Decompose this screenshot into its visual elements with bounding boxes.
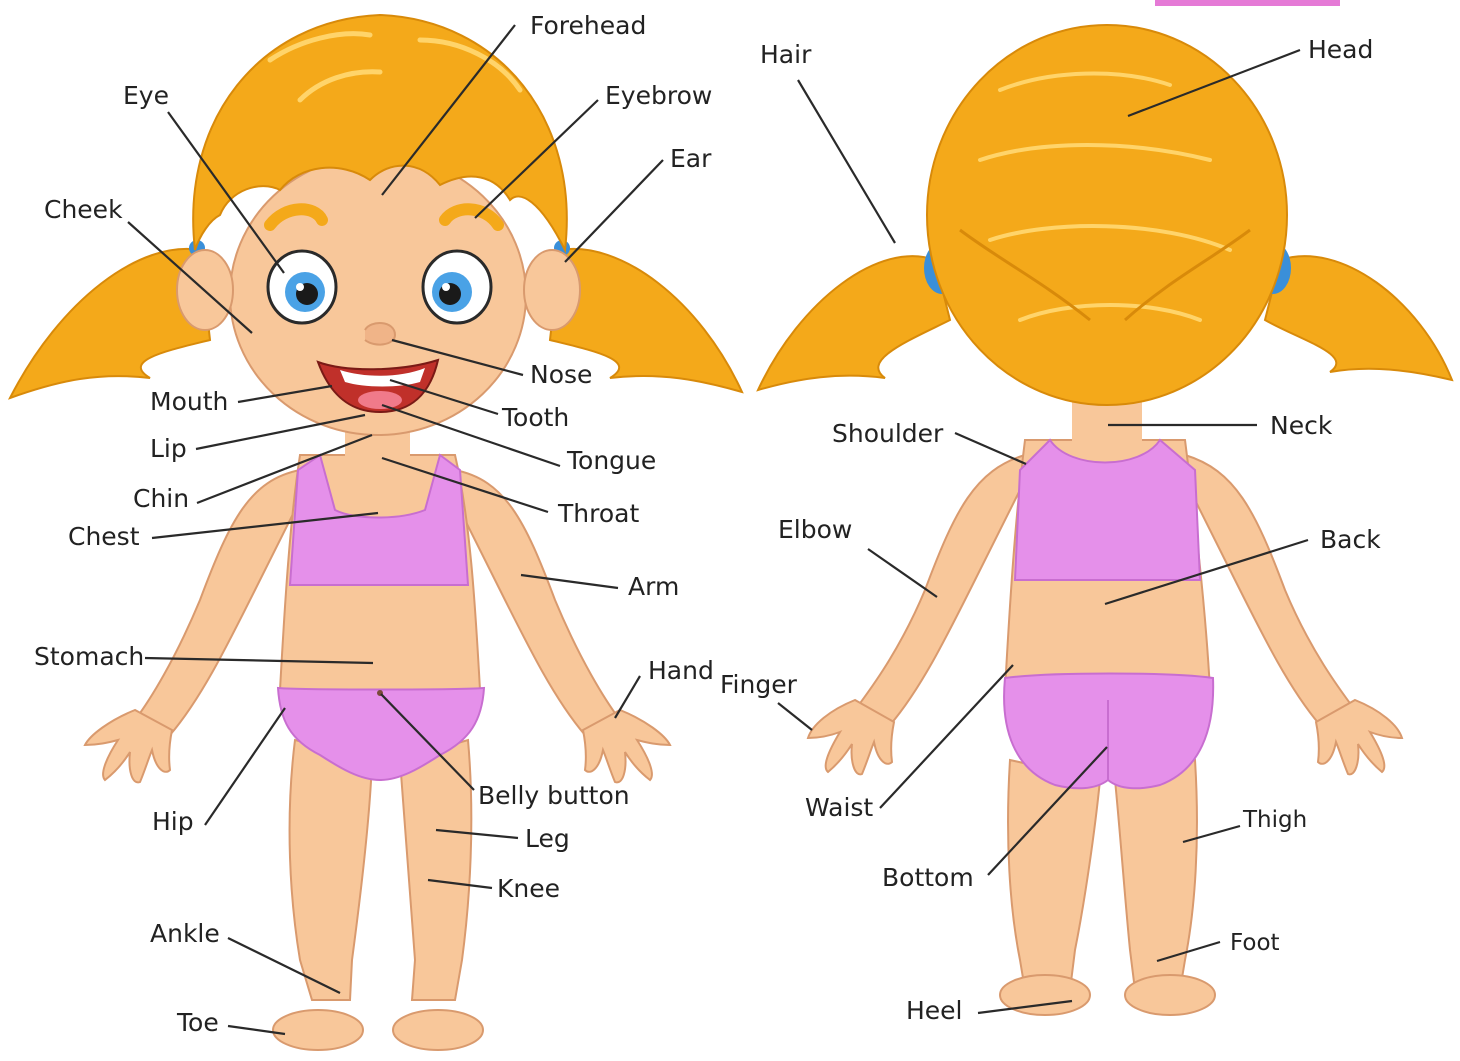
label-eye: Eye [123,83,169,108]
label-arm: Arm [628,574,679,599]
label-forehead: Forehead [530,13,646,38]
label-bottom: Bottom [882,865,974,890]
label-heel: Heel [906,998,963,1023]
label-ear: Ear [670,146,711,171]
front-right-eye-glint [442,283,450,291]
label-stomach: Stomach [34,644,144,669]
label-head: Head [1308,37,1373,62]
front-right-ear [524,250,580,330]
label-finger: Finger [720,672,797,697]
girl-back-illustration [758,25,1452,1015]
label-throat: Throat [558,501,639,526]
label-waist: Waist [805,795,873,820]
label-elbow: Elbow [778,517,852,542]
leader-shoulder [955,433,1026,464]
back-left-pigtail [758,256,950,390]
leader-lip [196,415,365,449]
front-right-leg [400,740,471,1000]
label-hip: Hip [152,809,194,834]
label-eyebrow: Eyebrow [605,83,712,108]
label-back: Back [1320,527,1381,552]
label-thigh: Thigh [1243,809,1307,832]
label-nose: Nose [530,362,592,387]
label-shoulder: Shoulder [832,421,943,446]
back-right-pigtail [1265,256,1452,380]
label-lip: Lip [150,436,187,461]
label-foot: Foot [1230,932,1280,955]
front-nose [365,323,395,345]
back-left-arm [855,455,1025,725]
leader-hip [205,708,285,825]
leader-ear [565,160,663,262]
label-leg: Leg [525,826,570,851]
leader-finger [778,703,812,730]
label-tongue: Tongue [567,448,656,473]
label-tooth: Tooth [502,405,569,430]
leader-elbow [868,549,937,597]
label-hair: Hair [760,42,811,67]
label-neck: Neck [1270,413,1332,438]
front-tongue [358,391,402,409]
front-left-leg [290,740,372,1000]
back-head-hair [927,25,1287,405]
back-right-foot [1125,975,1215,1015]
front-left-foot [273,1010,363,1050]
label-mouth: Mouth [150,389,228,414]
label-hand: Hand [648,658,714,683]
label-chin: Chin [133,486,189,511]
leader-hair [798,80,895,243]
label-chest: Chest [68,524,140,549]
leader-hand [615,676,640,718]
banner-strip [1155,0,1340,6]
label-ankle: Ankle [150,921,220,946]
front-left-eye-glint [296,283,304,291]
front-right-foot [393,1010,483,1050]
label-toe: Toe [177,1010,219,1035]
label-cheek: Cheek [44,197,123,222]
back-right-leg [1115,760,1197,990]
label-knee: Knee [497,876,560,901]
back-left-leg [1008,760,1100,990]
label-belly-button: Belly button [478,783,630,808]
